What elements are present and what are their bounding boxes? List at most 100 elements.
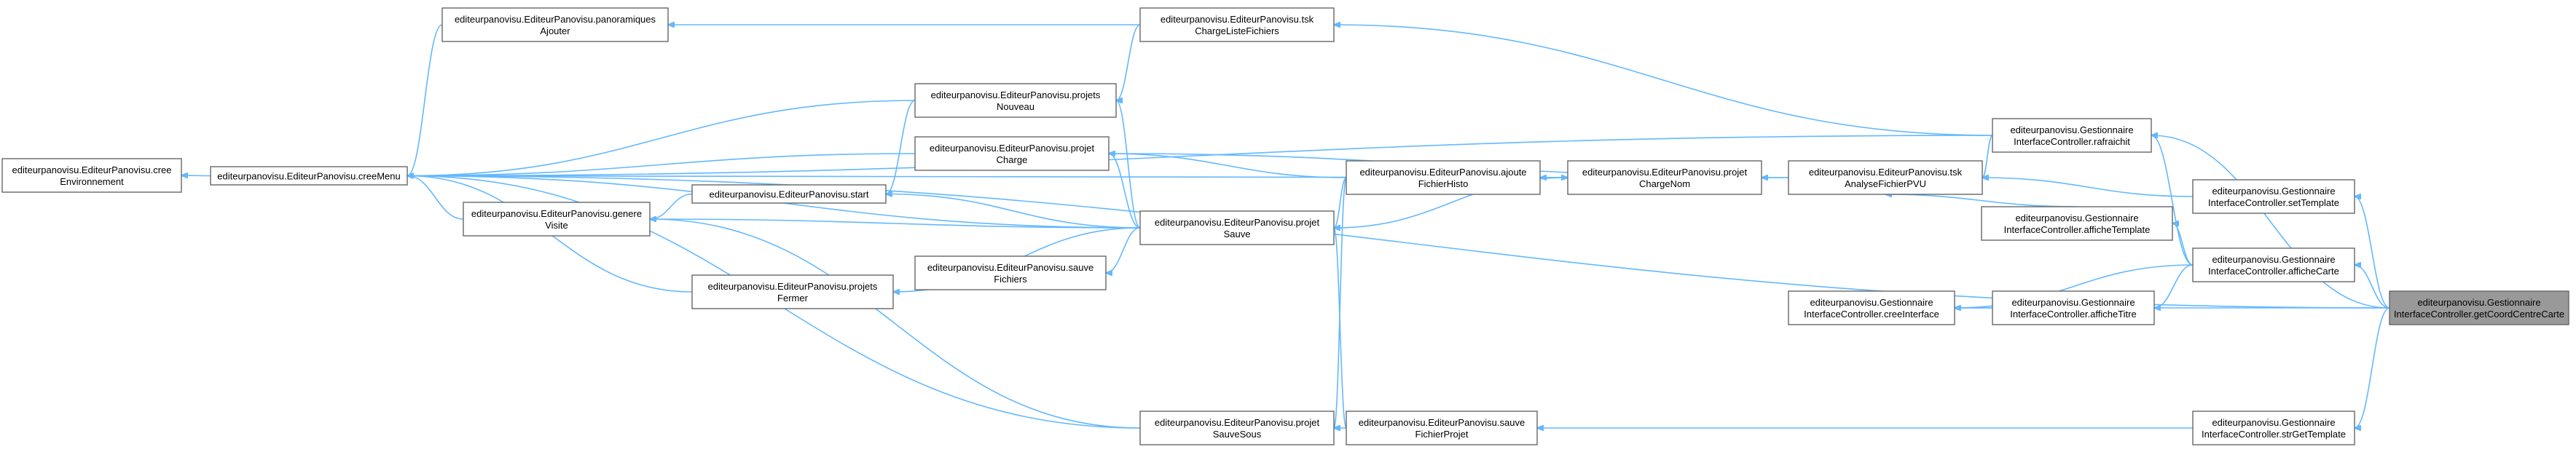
node-label-line: InterfaceController.creeInterface (1804, 309, 1939, 320)
node-label-line: editeurpanovisu.EditeurPanovisu.start (710, 189, 869, 200)
node-label-line: Nouveau (997, 101, 1034, 112)
node-projets_fermer[interactable]: editeurpanovisu.EditeurPanovisu.projetsF… (691, 274, 894, 309)
node-affiche_titre[interactable]: editeurpanovisu.GestionnaireInterfaceCon… (1992, 290, 2155, 325)
node-projet_charge[interactable]: editeurpanovisu.EditeurPanovisu.projetCh… (914, 136, 1110, 171)
node-label-line: Charge (997, 154, 1028, 165)
node-label-line: editeurpanovisu.EditeurPanovisu.creeMenu (217, 171, 401, 182)
node-label-line: Sauve (1224, 229, 1251, 239)
node-cree_interface[interactable]: editeurpanovisu.GestionnaireInterfaceCon… (1788, 290, 1955, 325)
edge-tsk_charge-to-projets_nouveau (1116, 24, 1141, 100)
edge-affiche_carte-to-affiche_titre (2154, 264, 2194, 308)
node-label-line: editeurpanovisu.Gestionnaire (2010, 124, 2133, 135)
node-label-line: editeurpanovisu.Gestionnaire (2011, 297, 2135, 308)
edge-projets_nouveau-to-creeMenu (407, 100, 916, 176)
node-affiche_carte[interactable]: editeurpanovisu.GestionnaireInterfaceCon… (2192, 247, 2355, 282)
node-label-line: editeurpanovisu.EditeurPanovisu.ajoute (1359, 167, 1526, 178)
node-ajoute_fichierhisto[interactable]: editeurpanovisu.EditeurPanovisu.ajouteFi… (1346, 160, 1541, 195)
edge-pano_ajouter-to-creeMenu (407, 24, 443, 176)
edge-projet_sauve-to-sauve_fichiers (1106, 227, 1141, 273)
node-cree_env[interactable]: editeurpanovisu.EditeurPanovisu.creeEnvi… (1, 158, 182, 193)
edge-get_coord-to-set_template (2355, 197, 2390, 309)
node-label-line: editeurpanovisu.EditeurPanovisu.sauve (927, 262, 1093, 273)
node-box (914, 255, 1107, 290)
node-label-line: InterfaceController.afficheCarte (2208, 266, 2339, 277)
node-pano_ajouter[interactable]: editeurpanovisu.EditeurPanovisu.panorami… (441, 7, 669, 42)
node-label-line: FichierHisto (1418, 178, 1469, 189)
node-sauve_fichiers[interactable]: editeurpanovisu.EditeurPanovisu.sauveFic… (914, 255, 1107, 290)
node-label-line: editeurpanovisu.EditeurPanovisu.projets (931, 90, 1101, 100)
node-label-line: InterfaceController.getCoordCentreCarte (2394, 309, 2564, 320)
edge-start-to-genere_visite (650, 193, 693, 220)
node-label-line: InterfaceController.strGetTemplate (2202, 429, 2346, 440)
node-projet_sauve[interactable]: editeurpanovisu.EditeurPanovisu.projetSa… (1139, 210, 1335, 245)
node-start[interactable]: editeurpanovisu.EditeurPanovisu.start (691, 184, 887, 204)
node-box (210, 166, 408, 186)
node-box (1139, 210, 1335, 245)
node-label-line: editeurpanovisu.EditeurPanovisu.genere (471, 208, 642, 219)
node-sauve_fichierprojet[interactable]: editeurpanovisu.EditeurPanovisu.sauveFic… (1346, 411, 1538, 445)
node-box (914, 83, 1117, 118)
node-box (463, 202, 651, 237)
edge-rafraichit-to-tsk_analyse (1982, 135, 1993, 178)
edge-ajoute_fichierhisto-to-projet_charge (1109, 154, 1347, 178)
node-creeMenu[interactable]: editeurpanovisu.EditeurPanovisu.creeMenu (210, 166, 408, 186)
node-get_coord[interactable]: editeurpanovisu.GestionnaireInterfaceCon… (2389, 290, 2569, 325)
node-label-line: editeurpanovisu.EditeurPanovisu.projets (708, 281, 878, 292)
node-label-line: Environnement (60, 176, 124, 187)
node-box (2389, 290, 2569, 325)
edge-projet_sauve-to-projet_charge (1109, 154, 1141, 229)
node-box (441, 7, 669, 42)
node-label-line: editeurpanovisu.EditeurPanovisu.projet (930, 143, 1095, 154)
node-projet_chargenom[interactable]: editeurpanovisu.EditeurPanovisu.projetCh… (1567, 160, 1762, 195)
edge-set_template-to-tsk_analyse (1982, 178, 2194, 197)
node-projets_nouveau[interactable]: editeurpanovisu.EditeurPanovisu.projetsN… (914, 83, 1117, 118)
node-affiche_template[interactable]: editeurpanovisu.GestionnaireInterfaceCon… (1981, 206, 2173, 241)
edge-projets_nouveau-to-start (886, 100, 916, 194)
node-tsk_charge[interactable]: editeurpanovisu.EditeurPanovisu.tskCharg… (1139, 7, 1335, 42)
edge-affiche_carte-to-rafraichit (2151, 135, 2194, 266)
node-box (1, 158, 182, 193)
node-label-line: Fichiers (994, 274, 1027, 285)
node-label-line: Fermer (777, 293, 809, 304)
node-projet_sauvesous[interactable]: editeurpanovisu.EditeurPanovisu.projetSa… (1139, 411, 1335, 445)
edge-get_coord-to-rafraichit (2151, 135, 2390, 309)
node-label-line: editeurpanovisu.EditeurPanovisu.projet (1155, 217, 1320, 228)
node-label-line: editeurpanovisu.EditeurPanovisu.cree (12, 164, 172, 175)
node-box (1346, 411, 1538, 445)
node-str_get_template[interactable]: editeurpanovisu.GestionnaireInterfaceCon… (2192, 411, 2355, 445)
nodes-layer: editeurpanovisu.EditeurPanovisu.creeEnvi… (1, 7, 2569, 445)
node-label-line: InterfaceController.setTemplate (2208, 197, 2339, 208)
node-label-line: editeurpanovisu.EditeurPanovisu.panorami… (455, 14, 656, 25)
node-box (2192, 247, 2355, 282)
edge-affiche_template-to-tsk_analyse (1885, 194, 2078, 207)
node-box (2192, 179, 2355, 214)
node-box (914, 136, 1110, 171)
edge-sauve_fichierprojet-to-projet_sauve (1334, 228, 1347, 429)
node-set_template[interactable]: editeurpanovisu.GestionnaireInterfaceCon… (2192, 179, 2355, 214)
node-label-line: InterfaceController.afficheTitre (2010, 309, 2136, 320)
edge-rafraichit-to-tsk_charge (1334, 25, 1993, 136)
edge-projet_sauve-to-genere_visite (650, 219, 1141, 229)
node-label-line: InterfaceController.rafraichit (2014, 136, 2130, 147)
edge-rafraichit-to-creeMenu (407, 135, 1993, 176)
node-genere_visite[interactable]: editeurpanovisu.EditeurPanovisu.genereVi… (463, 202, 651, 237)
edge-genere_visite-to-creeMenu (407, 176, 464, 220)
node-label-line: Ajouter (540, 25, 570, 36)
node-label-line: Visite (545, 220, 568, 231)
node-box (1992, 118, 2152, 153)
node-label-line: editeurpanovisu.EditeurPanovisu.tsk (1809, 167, 1963, 178)
node-box (691, 184, 887, 204)
node-label-line: editeurpanovisu.Gestionnaire (2212, 417, 2335, 428)
node-label-line: editeurpanovisu.EditeurPanovisu.sauve (1359, 417, 1525, 428)
node-label-line: FichierProjet (1415, 429, 1469, 440)
node-label-line: editeurpanovisu.EditeurPanovisu.projet (1582, 167, 1748, 178)
node-tsk_analyse[interactable]: editeurpanovisu.EditeurPanovisu.tskAnaly… (1788, 160, 1983, 195)
node-label-line: editeurpanovisu.EditeurPanovisu.tsk (1161, 14, 1314, 25)
node-label-line: ChargeNom (1639, 178, 1690, 189)
node-box (1139, 7, 1335, 42)
node-box (1139, 411, 1335, 445)
edges-layer (181, 25, 2390, 428)
edge-get_coord-to-affiche_carte (2355, 265, 2390, 309)
node-rafraichit[interactable]: editeurpanovisu.GestionnaireInterfaceCon… (1992, 118, 2152, 153)
